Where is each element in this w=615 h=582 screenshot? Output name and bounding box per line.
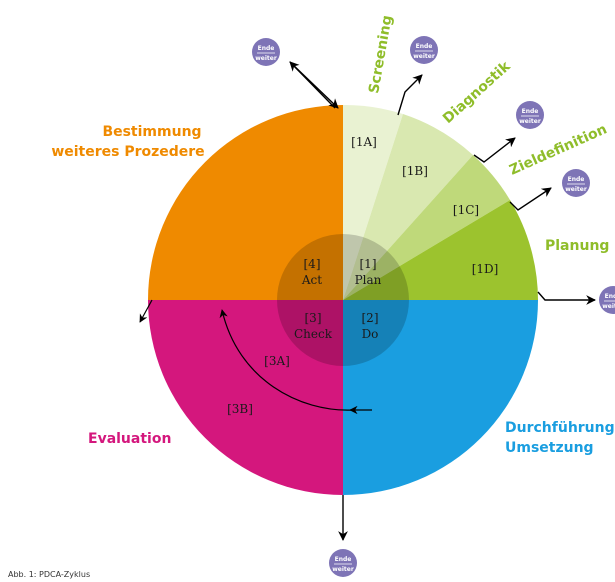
- act-label: Act: [301, 273, 322, 287]
- check-label: Check: [294, 327, 333, 341]
- act-quadrant: [148, 105, 343, 300]
- ende-weiter-badge-do-end[interactable]: Ende weiter: [329, 549, 357, 577]
- check-code: [3]: [305, 311, 322, 325]
- badge-top-label: Ende: [416, 43, 433, 50]
- zieldefinition-exit-arrow: [473, 137, 516, 163]
- ende-weiter-badge-planung[interactable]: Ende weiter: [562, 169, 590, 197]
- ende-weiter-badge-plan-end[interactable]: Ende weiter: [599, 286, 615, 314]
- phase-planung: Planung: [545, 238, 609, 254]
- evaluation-loop-arrow: [219, 309, 353, 411]
- segment-1a-label: [1A]: [351, 135, 377, 149]
- badge-bottom-label: weiter: [413, 53, 435, 60]
- center-circle: [277, 234, 409, 366]
- segment-3b-label: [3B]: [227, 402, 253, 416]
- figure-caption: Abb. 1: PDCA-Zyklus: [8, 570, 90, 579]
- plan-end-arrow: [537, 291, 596, 305]
- plan-segment-1c: [343, 155, 510, 300]
- do-label: Do: [362, 327, 379, 341]
- phase-bestimmung-line2: weiteres Prozedere: [51, 144, 204, 160]
- plan-segment-1a: [343, 104, 403, 301]
- phase-bestimmung-line1: Bestimmung: [102, 124, 201, 140]
- phase-diagnostik: Diagnostik: [440, 58, 514, 127]
- plan-label: Plan: [355, 273, 382, 287]
- phase-screening: Screening: [366, 14, 395, 95]
- ende-weiter-badge-screening[interactable]: Ende weiter: [252, 38, 280, 66]
- ende-weiter-badge-diagnostik[interactable]: Ende weiter: [410, 36, 438, 64]
- phase-durchfuehrung-line1: Durchführung: [505, 420, 615, 436]
- badge-top-label: Ende: [258, 45, 275, 52]
- phase-evaluation: Evaluation: [88, 431, 171, 447]
- badge-top-label: Ende: [605, 293, 615, 300]
- phase-zieldefinition: Zieldefinition: [507, 121, 609, 178]
- screening-entry-arrow: [289, 61, 339, 109]
- badge-bottom-label: weiter: [255, 55, 277, 62]
- segment-1d-label: [1D]: [472, 262, 499, 276]
- badge-top-label: Ende: [335, 556, 352, 563]
- diagnostik-exit-arrow: [397, 74, 423, 116]
- check-to-act-arrow: [139, 299, 153, 323]
- segment-3a-label: [3A]: [264, 354, 290, 368]
- badge-top-label: Ende: [568, 176, 585, 183]
- badge-bottom-label: weiter: [565, 186, 587, 193]
- do-quadrant: [343, 300, 538, 495]
- segment-1b-label: [1B]: [402, 164, 428, 178]
- ende-weiter-badge-zieldefinition[interactable]: Ende weiter: [516, 101, 544, 129]
- plan-code: [1]: [360, 257, 377, 271]
- check-quadrant: [148, 300, 343, 495]
- plan-segment-1b: [343, 114, 473, 300]
- plan-segment-1d: [343, 200, 538, 300]
- act-code: [4]: [304, 257, 321, 271]
- segment-1c-label: [1C]: [453, 203, 479, 217]
- badge-top-label: Ende: [522, 108, 539, 115]
- planung-exit-arrow: [509, 187, 552, 211]
- do-code: [2]: [362, 311, 379, 325]
- badge-bottom-label: weiter: [519, 118, 541, 125]
- phase-durchfuehrung-line2: Umsetzung: [505, 440, 594, 456]
- badge-bottom-label: weiter: [332, 566, 354, 573]
- badge-bottom-label: weiter: [602, 303, 615, 310]
